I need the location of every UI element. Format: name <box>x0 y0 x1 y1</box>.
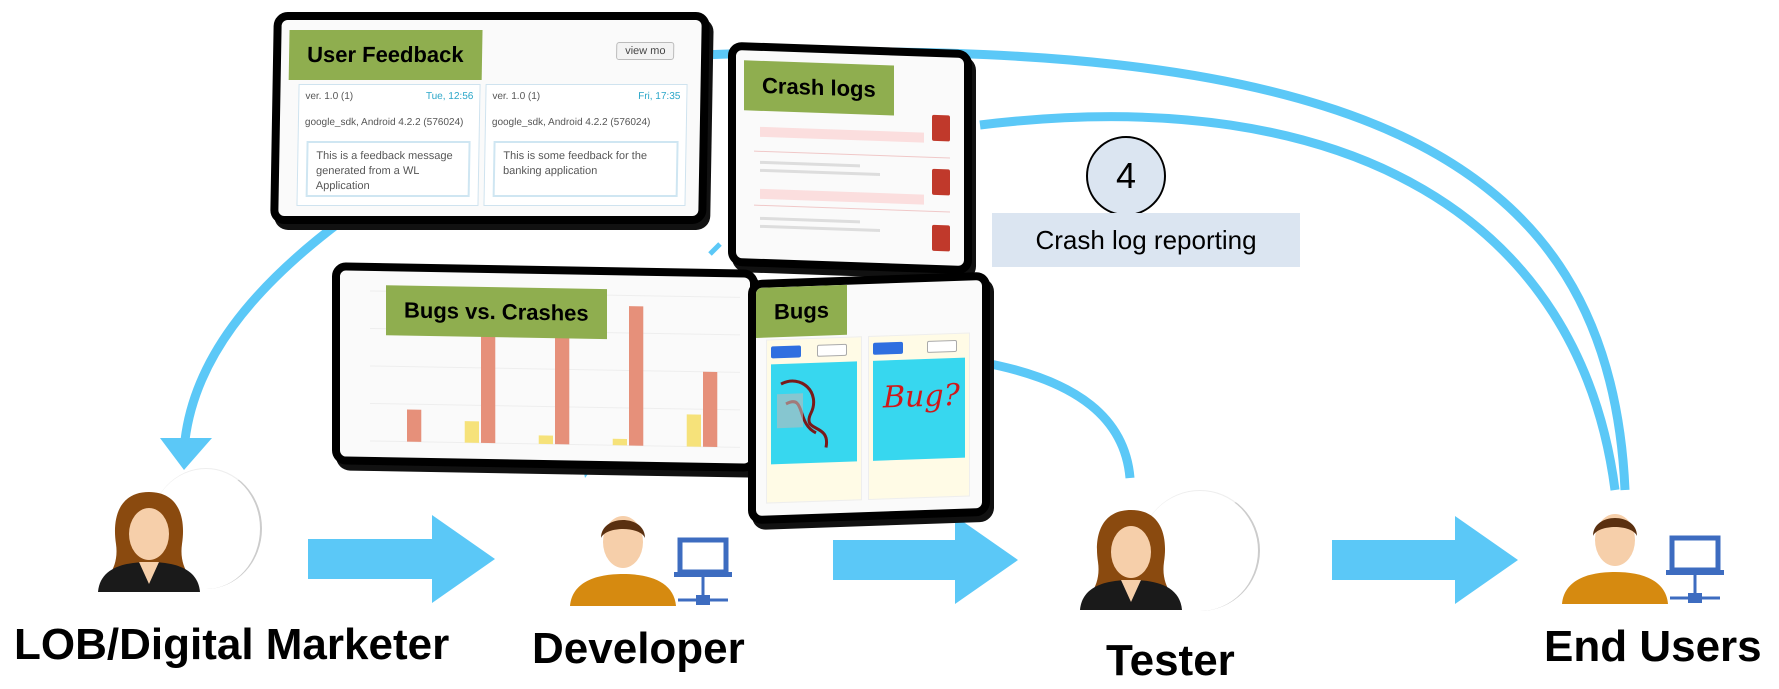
flow-arrow-2 <box>833 516 1018 604</box>
chart-bar <box>629 306 644 446</box>
arc-feedback-to-marketer <box>180 218 343 441</box>
clear-button[interactable] <box>817 343 847 357</box>
feedback-card[interactable]: ver. 1.0 (1) Tue, 12:56 google_sdk, Andr… <box>296 84 481 206</box>
bug-report-right: Bug? <box>868 332 970 501</box>
bug-screenshot: Bug? <box>873 357 965 461</box>
feedback-message: This is a feedback message generated fro… <box>305 141 471 197</box>
role-label-tester: Tester <box>1106 636 1235 685</box>
report-bug-button[interactable] <box>771 345 801 359</box>
feedback-device: google_sdk, Android 4.2.2 (576024) <box>304 117 464 128</box>
chart-bar <box>407 409 422 442</box>
chart-bar <box>686 414 702 447</box>
male-user-laptop-icon <box>1562 514 1724 604</box>
chart-bar <box>464 421 480 443</box>
crash-log-row <box>754 210 950 269</box>
female-user-icon <box>1080 510 1182 610</box>
feedback-version: ver. 1.0 (1) <box>492 91 541 102</box>
arrowhead-to-marketer <box>160 438 212 470</box>
chart-bar <box>481 303 496 444</box>
female-user-icon <box>98 492 200 592</box>
crash-warning-line <box>760 126 924 143</box>
flow-arrow-1 <box>308 515 495 603</box>
connector-crash-to-chart <box>708 242 722 256</box>
marketer-avatar-halo <box>150 468 262 589</box>
feedback-message: This is some feedback for the banking ap… <box>492 141 679 197</box>
crash-log-row <box>754 154 950 213</box>
chart-bar <box>703 371 718 448</box>
role-label-end-users: End Users <box>1544 622 1762 671</box>
bugs-panel: Bugs Bug? <box>748 271 990 525</box>
delete-crash-button[interactable] <box>932 224 950 252</box>
user-feedback-tag: User Feedback <box>288 30 483 80</box>
feedback-version: ver. 1.0 (1) <box>305 91 354 102</box>
chart-bar <box>612 438 628 446</box>
user-feedback-panel: User Feedback view mo ver. 1.0 (1) Tue, … <box>270 12 710 224</box>
role-label-marketer: LOB/Digital Marketer <box>14 620 450 669</box>
bug-screenshot <box>771 361 857 465</box>
crash-detail-line <box>760 160 860 168</box>
crash-detail-line <box>760 168 880 177</box>
report-bug-button[interactable] <box>873 341 903 355</box>
chart-gridline <box>370 440 740 448</box>
role-label-developer: Developer <box>532 624 745 673</box>
bug-report-left <box>766 336 862 504</box>
tester-avatar-halo <box>1140 490 1260 611</box>
delete-crash-button[interactable] <box>932 114 950 142</box>
crash-log-reporting-label: Crash log reporting <box>992 213 1300 267</box>
crash-detail-line <box>760 216 860 224</box>
male-user-laptop-icon <box>570 516 732 606</box>
chart-bar <box>538 435 554 445</box>
bugs-vs-crashes-tag: Bugs vs. Crashes <box>386 285 607 340</box>
arc-tester-to-bugs <box>979 357 1135 479</box>
feedback-card[interactable]: ver. 1.0 (1) Fri, 17:35 google_sdk, Andr… <box>483 84 688 206</box>
feedback-time: Fri, 17:35 <box>638 91 681 102</box>
bugs-tag: Bugs <box>756 284 847 338</box>
arc-end-users-to-crash <box>979 112 1620 491</box>
clear-button[interactable] <box>927 339 957 353</box>
flow-arrow-3 <box>1332 516 1518 604</box>
crash-log-row <box>754 100 950 159</box>
crash-logs-panel: Crash logs <box>728 41 972 275</box>
feedback-time: Tue, 12:56 <box>425 91 474 102</box>
bug-sketch-text: Bug? <box>883 377 960 416</box>
chart-bar <box>555 337 570 445</box>
crash-detail-line <box>760 224 880 233</box>
step-number-badge: 4 <box>1086 136 1166 216</box>
bugs-vs-crashes-panel: Bugs vs. Crashes <box>332 262 758 472</box>
feedback-device: google_sdk, Android 4.2.2 (576024) <box>491 117 651 128</box>
view-more-button[interactable]: view mo <box>616 42 675 60</box>
scribble-icon <box>777 379 828 448</box>
crash-warning-line <box>760 188 924 205</box>
delete-crash-button[interactable] <box>932 168 950 196</box>
